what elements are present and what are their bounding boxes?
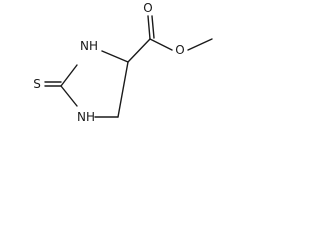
atom-label-ester-oxygen: O xyxy=(175,43,184,57)
atom-label-nh-top: NH xyxy=(80,39,98,53)
atom-label-carbonyl-oxygen: O xyxy=(143,1,152,15)
atom-label-nh-bottom: NH xyxy=(77,110,95,124)
bond-c2-n3 xyxy=(60,85,78,107)
bond-c2-n1 xyxy=(60,64,78,87)
bond-oester-methyl xyxy=(187,38,213,51)
chemical-structure: S NH NH O O xyxy=(33,1,213,124)
bond-ccarbonyl-oester xyxy=(149,38,173,51)
bond-c4-c5 xyxy=(117,61,129,118)
atom-label-sulfur: S xyxy=(33,77,41,91)
bond-n1-c4 xyxy=(101,50,129,63)
bond-c4-ccarbonyl xyxy=(127,38,151,63)
bond-carbonyl-o-b xyxy=(151,15,155,39)
bond-carbonyl-o-a xyxy=(147,15,151,40)
